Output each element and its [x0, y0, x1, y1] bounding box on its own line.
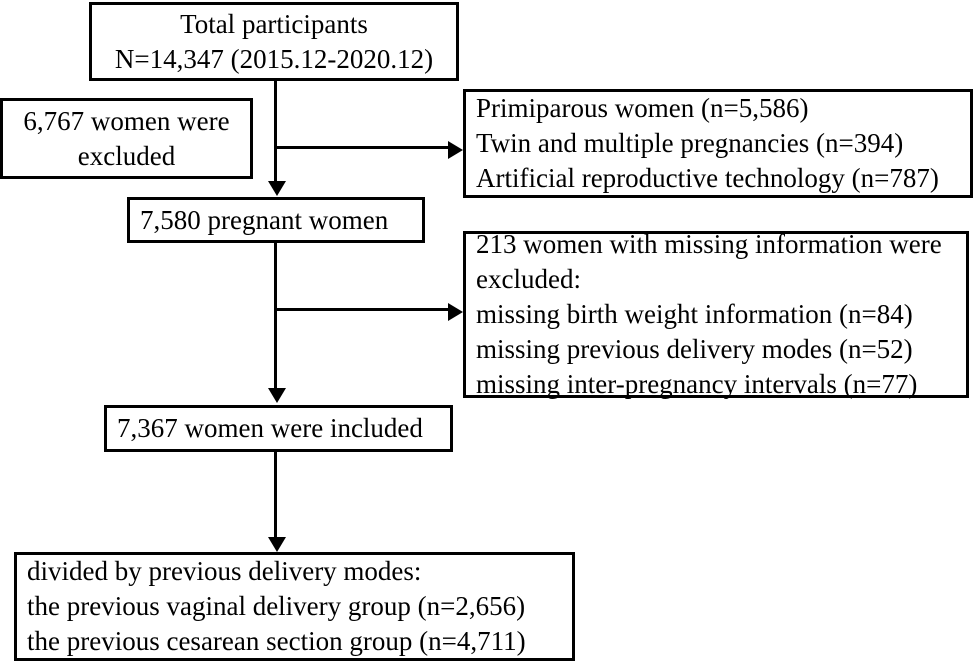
missing-information-box: 213 women with missing information were …	[463, 229, 969, 399]
divided-groups-box: divided by previous delivery modes: the …	[14, 552, 575, 661]
divided-groups-line-2: the previous vaginal delivery group (n=2…	[27, 591, 526, 621]
women-included-line-1: 7,367 women were included	[117, 413, 423, 443]
divided-groups-line-3: the previous cesarean section group (n=4…	[27, 626, 526, 656]
connector-total-to-exclusions	[274, 146, 448, 149]
exclusion-reason-line-3: Artificial reproductive technology (n=78…	[476, 163, 939, 193]
total-participants-box: Total participants N=14,347 (2015.12-202…	[89, 2, 459, 81]
women-excluded-box: 6,767 women were excluded	[0, 98, 253, 179]
arrowhead-total-to-exclusions-icon	[448, 141, 463, 159]
missing-information-line-3: missing birth weight information (n=84)	[476, 299, 913, 329]
exclusion-reason-line-1: Primiparous women (n=5,586)	[476, 93, 809, 123]
women-excluded-line-1: 6,767 women were	[23, 105, 230, 136]
connector-pregnant-to-missing	[274, 308, 448, 311]
total-participants-line-1: Total participants	[180, 8, 368, 39]
arrowhead-pregnant-to-included-icon	[268, 388, 286, 403]
connector-included-to-divided	[274, 452, 277, 537]
divided-groups-line-1: divided by previous delivery modes:	[27, 556, 422, 586]
connector-pregnant-to-included	[274, 243, 277, 388]
missing-information-line-4: missing previous delivery modes (n=52)	[476, 334, 913, 364]
exclusion-reasons-box: Primiparous women (n=5,586) Twin and mul…	[463, 89, 973, 198]
missing-information-line-2: excluded:	[476, 264, 581, 294]
women-excluded-line-2: excluded	[77, 140, 176, 171]
women-included-box: 7,367 women were included	[104, 405, 453, 452]
missing-information-line-1: 213 women with missing information were	[476, 229, 942, 259]
pregnant-women-box: 7,580 pregnant women	[127, 197, 425, 243]
exclusion-reason-line-2: Twin and multiple pregnancies (n=394)	[476, 128, 904, 158]
connector-total-to-pregnant	[274, 81, 277, 181]
arrowhead-included-to-divided-icon	[268, 537, 286, 552]
total-participants-line-2: N=14,347 (2015.12-2020.12)	[114, 43, 434, 74]
pregnant-women-line-1: 7,580 pregnant women	[140, 204, 389, 235]
arrowhead-pregnant-to-missing-icon	[448, 303, 463, 321]
missing-information-line-5: missing inter-pregnancy intervals (n=77)	[476, 369, 918, 399]
arrowhead-total-to-pregnant-icon	[268, 181, 286, 196]
